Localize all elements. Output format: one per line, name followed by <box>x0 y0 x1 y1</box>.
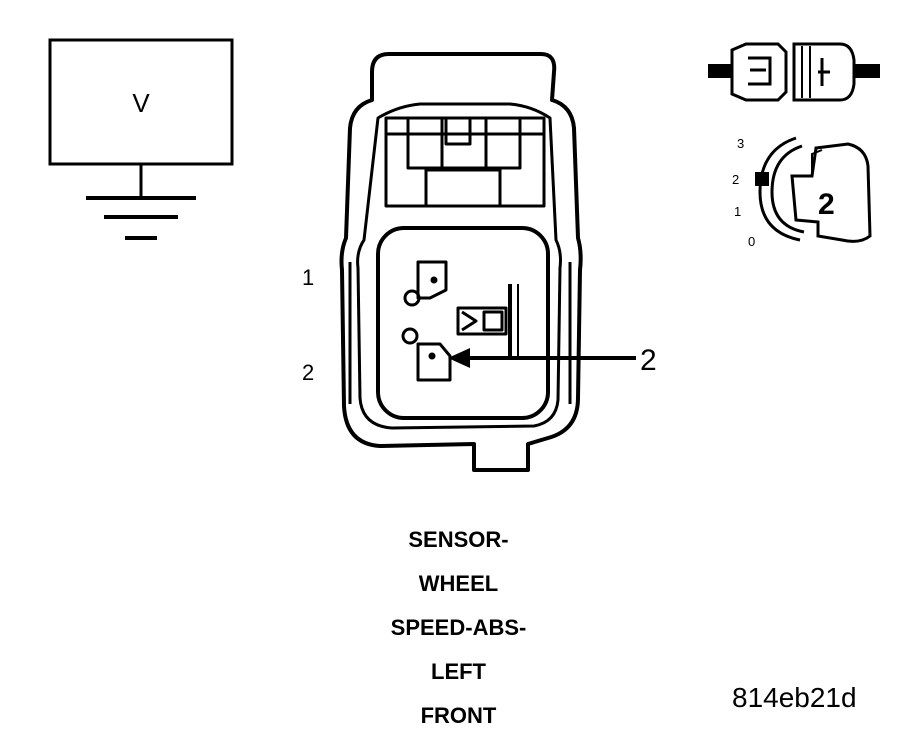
component-caption: SENSOR- WHEEL SPEED-ABS- LEFT FRONT <box>0 518 917 738</box>
caption-line-1: SENSOR- <box>408 527 509 552</box>
mating-connector-icon <box>708 42 880 102</box>
caption-line-2: WHEEL <box>418 571 499 596</box>
dial-tick-3: 3 <box>737 136 744 151</box>
keying-feature <box>456 284 519 356</box>
ground-icon <box>86 196 196 240</box>
key-position-label: 2 <box>818 188 835 221</box>
figure-code: 814eb21d <box>732 682 857 713</box>
voltmeter-symbol: V <box>48 38 234 240</box>
callout-arrow <box>448 348 636 368</box>
connector-inner-shell <box>356 102 562 430</box>
dial-tick-2: 2 <box>732 172 739 187</box>
lock-dial-icon: 3 2 1 0 2 <box>732 136 872 249</box>
callout-label: 2 <box>640 344 657 377</box>
terminal-2 <box>401 327 452 382</box>
dial-tick-1: 1 <box>734 204 741 219</box>
voltmeter-label: V <box>132 88 150 118</box>
pin-label-2: 2 <box>302 360 314 385</box>
pin-label-1: 1 <box>302 265 314 290</box>
arrowhead-icon <box>448 348 470 368</box>
connector-outer-shell <box>339 52 583 472</box>
caption-line-4: LEFT <box>431 659 486 684</box>
caption-line-3: SPEED-ABS- <box>390 615 527 640</box>
caption-line-5: FRONT <box>420 703 497 728</box>
terminal-1 <box>403 260 448 307</box>
connector-face <box>339 52 583 472</box>
dial-tick-0: 0 <box>748 234 755 249</box>
terminal-cavity <box>376 226 550 420</box>
